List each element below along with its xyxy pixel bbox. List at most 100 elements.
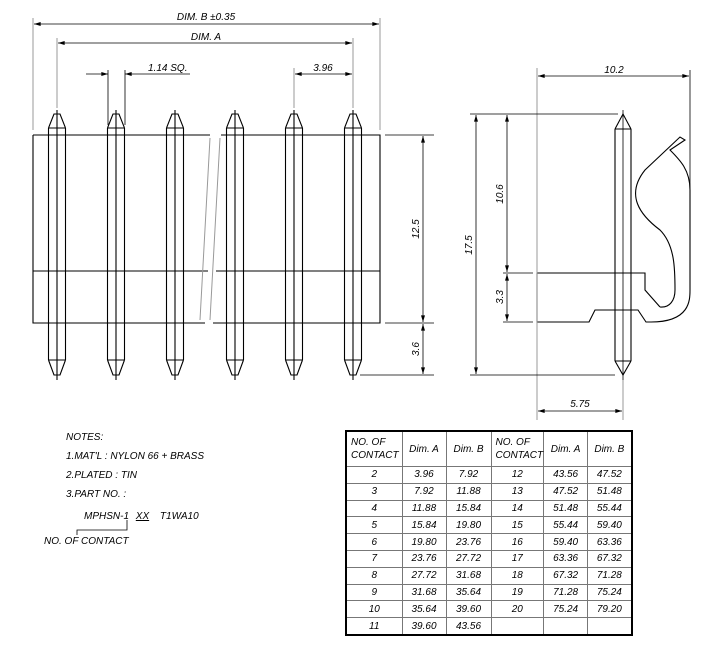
table-cell: 55.44 (587, 499, 633, 518)
pin (47, 110, 67, 380)
note-material: 1.MAT'L : NYLON 66 + BRASS (66, 451, 204, 462)
table-header-cell: Dim. A (401, 430, 447, 467)
table-cell: 11.88 (401, 499, 447, 518)
table-cell: 3.96 (401, 466, 447, 484)
side-housing (536, 272, 661, 323)
table-cell: 35.64 (445, 583, 492, 602)
table-cell: 63.36 (543, 549, 589, 568)
table-cell: 43.56 (445, 617, 492, 636)
pin-offset-label: 5.75 (570, 399, 590, 410)
pin (106, 110, 126, 380)
width-label: 10.2 (604, 65, 624, 76)
notes-title: NOTES: (66, 432, 104, 443)
table-cell: 19.80 (401, 533, 447, 551)
table-header-cell: NO. OF CONTACT (490, 430, 545, 467)
dim-b-label: DIM. B ±0.35 (177, 12, 236, 23)
part-suffix: T1WA10 (159, 511, 199, 522)
table-cell: 16 (490, 533, 545, 551)
table-cell: 35.64 (401, 600, 447, 619)
table-cell: 11.88 (445, 482, 492, 501)
callout-no-of-contact: NO. OF CONTACT (44, 536, 129, 547)
table-cell: 18 (490, 566, 545, 585)
table-cell (587, 617, 633, 636)
pin (343, 110, 363, 380)
table-cell: 23.76 (445, 533, 492, 551)
table-cell: 13 (490, 482, 545, 501)
table-cell: 10 (345, 600, 403, 619)
note-plated: 2.PLATED : TIN (66, 470, 137, 481)
table-cell: 2 (345, 466, 403, 484)
height-label: 12.5 (411, 219, 422, 239)
pin (165, 110, 185, 380)
part-variable: XX (135, 511, 150, 522)
table-cell: 7 (345, 549, 403, 568)
table-cell: 71.28 (543, 583, 589, 602)
dim-a-label: DIM. A (191, 32, 222, 43)
notes: NOTES: 1.MAT'L : NYLON 66 + BRASS 2.PLAT… (44, 428, 204, 551)
table-cell (490, 617, 545, 636)
front-dimensions: DIM. B ±0.35 DIM. A 1.14 SQ. 3.96 12.5 3… (32, 12, 434, 376)
table-cell: 31.68 (445, 566, 492, 585)
table-cell: 71.28 (587, 566, 633, 585)
table-cell: 39.60 (401, 617, 447, 636)
table-cell: 55.44 (543, 516, 589, 535)
body-height-label: 3.3 (495, 290, 506, 304)
pin (225, 110, 245, 380)
table-header-cell: Dim. A (543, 430, 589, 467)
part-prefix: MPHSN-1 (84, 511, 130, 522)
table-cell: 59.40 (543, 533, 589, 551)
latch-hook (635, 136, 691, 323)
table-cell: 8 (345, 566, 403, 585)
break-lines (199, 137, 221, 321)
table-cell: 51.48 (543, 499, 589, 518)
table-header-cell: NO. OF CONTACT (345, 430, 403, 467)
table-cell: 7.92 (401, 482, 447, 501)
table-cell: 43.56 (543, 466, 589, 484)
table-cell: 3 (345, 482, 403, 501)
table-cell: 15 (490, 516, 545, 535)
total-height-label: 17.5 (464, 235, 475, 255)
table-cell: 67.32 (543, 566, 589, 585)
pin (284, 110, 304, 380)
pitch-label: 3.96 (313, 63, 333, 74)
table-cell: 27.72 (401, 566, 447, 585)
table-cell: 19.80 (445, 516, 492, 535)
part-number: MPHSN-1 XX T1WA10 (66, 504, 204, 526)
table-header-cell: Dim. B (445, 430, 492, 467)
housing-left (32, 134, 210, 324)
table-cell: 9 (345, 583, 403, 602)
table-cell: 4 (345, 499, 403, 518)
table-cell: 19 (490, 583, 545, 602)
table-cell: 7.92 (445, 466, 492, 484)
table-cell: 12 (490, 466, 545, 484)
table-cell: 11 (345, 617, 403, 636)
table-cell: 47.52 (587, 466, 633, 484)
table-cell: 6 (345, 533, 403, 551)
side-view (536, 110, 691, 380)
table-cell: 75.24 (587, 583, 633, 602)
table-cell: 27.72 (445, 549, 492, 568)
table-header-cell: Dim. B (587, 430, 633, 467)
upper-pin-label: 10.6 (495, 184, 506, 204)
tail-label: 3.6 (411, 342, 422, 356)
table-cell: 14 (490, 499, 545, 518)
table-cell: 23.76 (401, 549, 447, 568)
table-cell: 5 (345, 516, 403, 535)
part-number-callout-line (76, 520, 128, 535)
table-cell: 15.84 (445, 499, 492, 518)
table-cell: 63.36 (587, 533, 633, 551)
front-view (32, 110, 381, 380)
note-part-no: 3.PART NO. : (66, 489, 127, 500)
table-cell: 59.40 (587, 516, 633, 535)
table-cell (543, 617, 589, 636)
table-cell: 39.60 (445, 600, 492, 619)
